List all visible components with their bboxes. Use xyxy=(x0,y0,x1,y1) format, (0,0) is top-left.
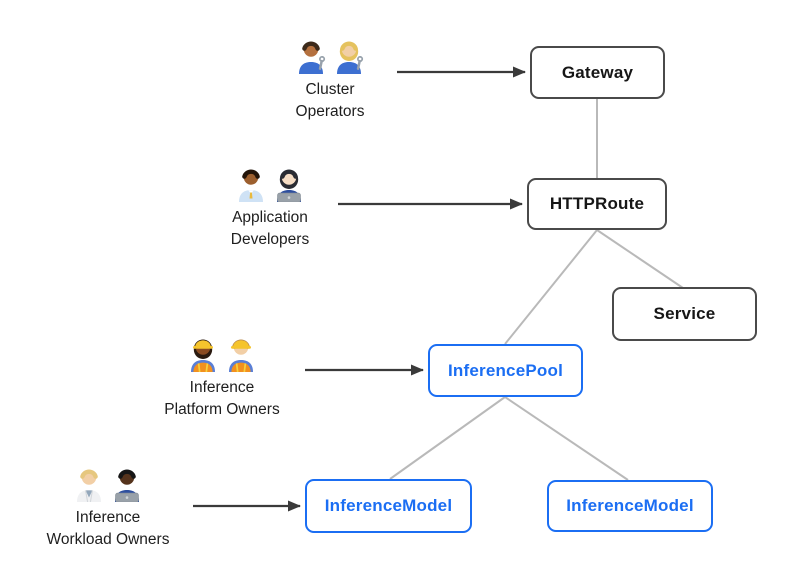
man-construction-worker-icon xyxy=(224,336,258,372)
man-office-worker-icon xyxy=(234,166,268,202)
cluster-operators-icons xyxy=(294,38,366,74)
node-httproute: HTTPRoute xyxy=(527,178,667,230)
persona-inference-platform-owners: Inference Platform Owners xyxy=(137,336,307,421)
man-technologist-icon xyxy=(110,466,144,502)
inference-workload-owners-icons xyxy=(72,466,144,502)
woman-mechanic-icon xyxy=(332,38,366,74)
persona-label-inference-workload-owners: Inference Workload Owners xyxy=(46,509,170,548)
man-mechanic-icon xyxy=(294,38,328,74)
woman-technologist-icon xyxy=(272,166,306,202)
persona-cluster-operators: Cluster Operators xyxy=(245,38,415,123)
edge-inferencepool-inferencemodel-right xyxy=(504,396,629,481)
persona-label-cluster-operators: Cluster Operators xyxy=(295,81,365,120)
persona-application-developers: Application Developers xyxy=(185,166,355,251)
persona-inference-workload-owners: Inference Workload Owners xyxy=(23,466,193,551)
edge-httproute-service xyxy=(596,229,684,289)
node-inferencemodel-right: InferenceModel xyxy=(547,480,713,532)
node-inferencemodel-left: InferenceModel xyxy=(305,479,472,533)
node-inferencepool: InferencePool xyxy=(428,344,583,397)
node-gateway: Gateway xyxy=(530,46,665,99)
node-service: Service xyxy=(612,287,757,341)
persona-label-inference-platform-owners: Inference Platform Owners xyxy=(164,379,280,418)
edge-httproute-inferencepool xyxy=(504,229,598,345)
persona-label-application-developers: Application Developers xyxy=(230,209,310,248)
inference-platform-owners-icons xyxy=(186,336,258,372)
woman-construction-worker-icon xyxy=(186,336,220,372)
person-health-worker-icon xyxy=(72,466,106,502)
application-developers-icons xyxy=(234,166,306,202)
edge-inferencepool-inferencemodel-left xyxy=(389,396,506,480)
